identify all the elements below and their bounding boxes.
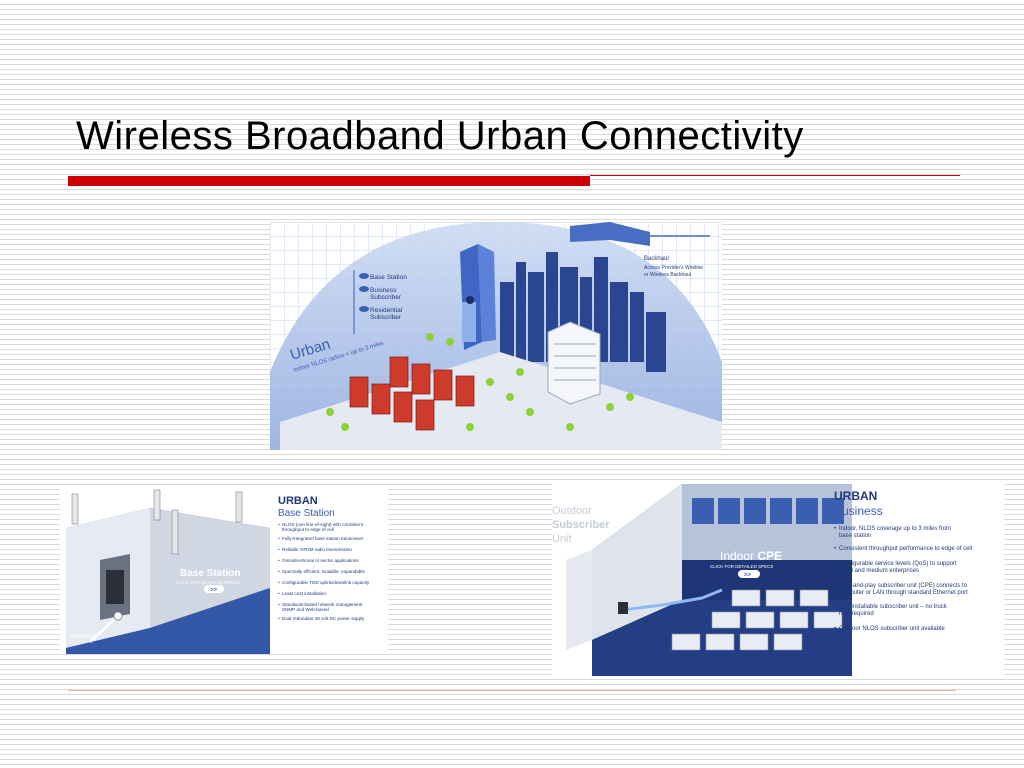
antennas — [71, 489, 243, 555]
legend-item: Subscriber — [370, 314, 402, 321]
residential-houses — [349, 356, 475, 431]
bullet-mark: • — [278, 536, 280, 541]
backhaul-desc-line: or Wireless Backhaul — [644, 272, 691, 278]
bullet-mark: • — [834, 561, 836, 567]
feature-item: Standards-based network management — [282, 602, 363, 607]
feature-item: small and medium enterprises — [839, 568, 919, 574]
slide-title: Wireless Broadband Urban Connectivity — [76, 114, 804, 158]
bullet-mark: • — [834, 546, 836, 552]
feature-list: • Indoor, NLOS coverage up to 3 miles fr… — [834, 526, 972, 632]
feature-item: Reliable OFDM radio transmission — [282, 547, 352, 552]
title-underline-red — [68, 176, 590, 186]
legend-item: Subscriber — [370, 294, 402, 301]
backhaul-link — [570, 222, 710, 246]
panel-heading: URBAN — [278, 495, 318, 507]
bullet-mark: • — [834, 626, 836, 632]
cpe-device — [618, 602, 628, 614]
bullet-mark: • — [278, 602, 280, 607]
feature-item: Configurable TDD uplink/downlink capacit… — [282, 580, 370, 585]
legend-item: Business — [370, 287, 397, 294]
panel-subheading: Business — [834, 504, 883, 518]
legend-item: Residential — [370, 307, 403, 314]
feature-item: base station — [839, 533, 871, 539]
feature-item: Dual redundant 48 volt DC power supply — [282, 616, 365, 621]
callout-title: Base Station — [180, 568, 241, 579]
cubicles — [671, 589, 843, 651]
bullet-mark: • — [834, 526, 836, 532]
feature-item: Outdoor NLOS subscriber unit available — [839, 626, 945, 632]
legend: Base Station Business Subscriber Residen… — [359, 273, 407, 321]
title-underline-thin — [590, 175, 960, 176]
feature-item: rolls required — [839, 611, 874, 617]
outdoor-label-line: Outdoor — [552, 505, 592, 517]
callout-title-word: Indoor — [720, 549, 754, 563]
backhaul-tag: BACKHAUL — [70, 634, 97, 640]
urban-illustration: Backhaul Access Provider's Wireline or W… — [270, 222, 722, 450]
feature-item: Plug-and-play subscriber unit (CPE) conn… — [839, 583, 968, 589]
feature-item: Self-installable subscriber unit – no tr… — [839, 604, 948, 610]
bullet-mark: • — [834, 604, 836, 610]
base-station-callout[interactable]: Base Station CLICK FOR DETAILED SPECS >> — [176, 568, 241, 594]
feature-list: • NLOS (non line-of-sight) with consiste… — [278, 522, 370, 621]
trees — [326, 333, 634, 431]
bullet-mark: • — [834, 583, 836, 589]
feature-item: NLOS (non line-of-sight) with consistent — [282, 522, 364, 527]
feature-item: Consistent throughput performance to edg… — [839, 546, 972, 552]
ethernet-cable — [621, 588, 723, 612]
bullet-mark: • — [278, 616, 280, 621]
outdoor-label-line: Subscriber — [552, 519, 610, 531]
bullet-mark: • — [278, 547, 280, 552]
panel-subheading: Base Station — [278, 508, 335, 519]
outdoor-label-line: Unit — [552, 533, 572, 545]
backhaul-title: Backhaul — [644, 256, 669, 262]
feature-item: throughput to edge of cell — [282, 527, 334, 532]
base-station-panel[interactable]: BACKHAUL Base Station CLICK FOR DETAILED… — [60, 488, 388, 654]
feature-item: Indoor, NLOS coverage up to 3 miles from — [839, 526, 951, 532]
backhaul-cable — [89, 617, 117, 643]
bullet-mark: • — [278, 558, 280, 563]
bullet-mark: • — [278, 522, 280, 527]
feature-item: Least cost installation — [282, 591, 326, 596]
indoor-cpe-callout[interactable]: Indoor CPE CLICK FOR DETAILED SPECS >> — [710, 549, 782, 579]
business-panel[interactable]: Outdoor Subscriber Unit Indoor CPE CLICK… — [552, 480, 1004, 676]
feature-item: Configurable service levels (QoS) to sup… — [839, 561, 957, 567]
bullet-mark: • — [278, 569, 280, 574]
base-station-tower — [460, 244, 496, 350]
office-building — [547, 321, 601, 405]
office-windows — [692, 498, 844, 524]
panel-heading: URBAN — [834, 489, 877, 503]
feature-item: Fully-integrated base station transceive… — [282, 536, 364, 541]
bullet-mark: • — [278, 591, 280, 596]
callout-subtitle: CLICK FOR DETAILED SPECS — [176, 580, 239, 585]
bullet-mark: • — [278, 580, 280, 585]
callout-arrow: >> — [210, 588, 218, 594]
feature-item: Spectrally efficient, scalable, expandab… — [282, 569, 365, 574]
callout-subtitle: CLICK FOR DETAILED SPECS — [710, 564, 773, 569]
feature-item: SNMP and Web-based — [282, 607, 329, 612]
footer-divider — [68, 690, 956, 691]
callout-title: Indoor CPE — [720, 549, 782, 563]
legend-item: Base Station — [370, 274, 407, 281]
feature-item: computer or LAN through standard Etherne… — [839, 590, 968, 596]
callout-title-word: CPE — [757, 549, 782, 563]
backhaul-desc-line: Access Provider's Wireline — [644, 265, 703, 271]
callout-arrow: >> — [744, 573, 752, 579]
feature-item: Omnidirectional or sector applications — [282, 558, 359, 563]
